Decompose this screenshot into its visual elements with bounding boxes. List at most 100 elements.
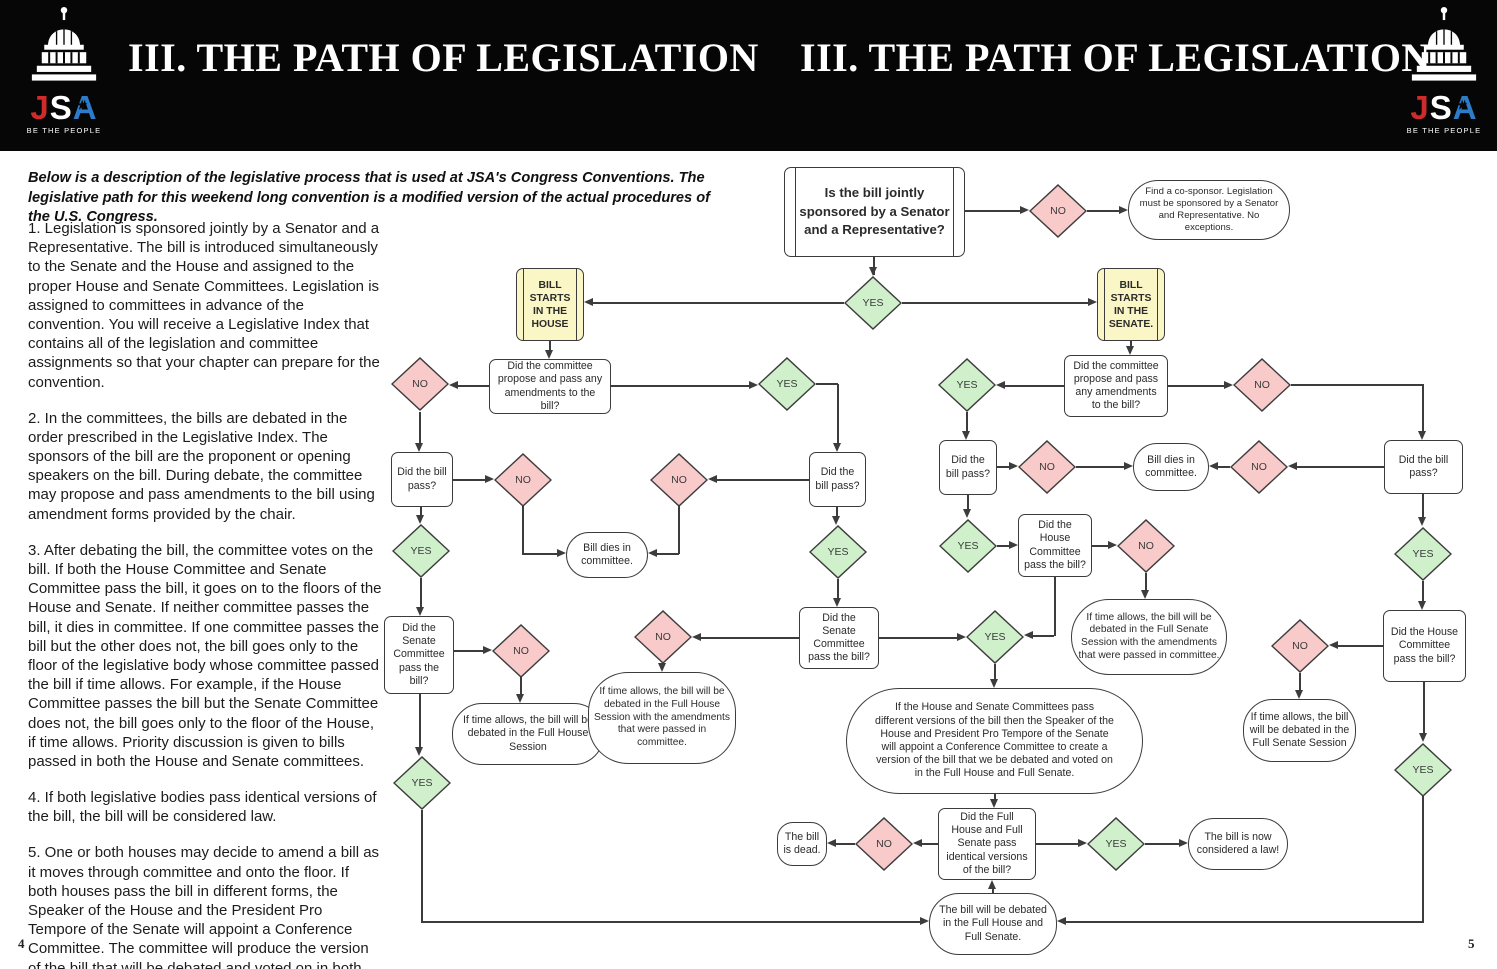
senate-bill-pass-node: Did the bill pass? (1384, 440, 1463, 494)
house-committee-pass-right-node: Did the House Committee pass the bill? (1383, 610, 1466, 682)
connector-line (965, 210, 1021, 212)
arrowhead (516, 694, 524, 703)
arrowhead (1141, 590, 1149, 599)
arrowhead (1418, 431, 1426, 440)
no-diamond: NO (1271, 619, 1329, 673)
arrowhead (990, 799, 998, 808)
connector-line (421, 921, 920, 923)
arrowhead (1418, 517, 1426, 526)
connector-line (967, 495, 969, 509)
connector-line (1338, 645, 1383, 647)
full-house-session-amended-node: If time allows, the bill will be debated… (588, 672, 736, 764)
paragraph-1: 1. Legislation is sponsored jointly by a… (28, 220, 380, 391)
connector-line (420, 507, 422, 516)
arrowhead (913, 839, 922, 847)
connector-line (1145, 573, 1147, 590)
connector-line (1076, 466, 1124, 468)
connector-line (1422, 384, 1424, 431)
arrowhead (1119, 206, 1128, 214)
full-senate-session-amended-node: If time allows, the bill will be debated… (1071, 599, 1227, 675)
intro-text: Below is a description of the legislativ… (28, 170, 710, 226)
connector-line (1218, 466, 1230, 468)
no-diamond: NO (391, 357, 449, 411)
arrowhead (1179, 839, 1188, 847)
page-title-right: III. THE PATH OF LEGISLATION (800, 35, 1431, 80)
page-number-right: 5 (1468, 936, 1475, 951)
arrowhead (1020, 206, 1029, 214)
yes-diamond: YES (1087, 817, 1145, 871)
paragraph-5: 5. One or both houses may decide to amen… (28, 844, 380, 969)
senate-committee-pass-left-node: Did the Senate Committee pass the bill? (384, 616, 454, 694)
yes-diamond: YES (844, 276, 902, 330)
full-house-session-node: If time allows, the bill will be debated… (452, 703, 604, 765)
yes-diamond: YES (939, 519, 997, 573)
arrowhead (963, 509, 971, 518)
connector-line (1092, 545, 1108, 547)
connector-line (1168, 385, 1225, 387)
connector-line (419, 412, 421, 444)
connector-line (1422, 494, 1424, 517)
arrowhead (1108, 541, 1117, 549)
connector-line (1145, 843, 1179, 845)
connector-line (701, 637, 799, 639)
arrowhead (658, 663, 666, 672)
star-icon: ★ (1456, 98, 1469, 112)
house-bill-dies-node: Bill dies in committee. (566, 532, 648, 578)
bill-law-node: The bill is now considered a law! (1188, 818, 1288, 870)
paragraph-3: 3. After debating the bill, the committe… (28, 541, 382, 770)
connector-line (836, 507, 838, 517)
arrowhead (920, 917, 929, 925)
arrowhead (415, 747, 423, 756)
arrowhead (692, 633, 701, 641)
arrowhead (957, 633, 966, 641)
connector-line (997, 545, 1009, 547)
senate-amended-bill-pass-node: Did the bill pass? (939, 440, 997, 495)
star-icon: ★ (76, 98, 89, 112)
connector-line (1005, 385, 1064, 387)
connector-line (1297, 466, 1384, 468)
yes-diamond: YES (809, 525, 867, 579)
arrowhead (990, 679, 998, 688)
yes-diamond: YES (1394, 743, 1452, 797)
connector-line (611, 385, 750, 387)
connector-line (1299, 673, 1301, 690)
connector-line (522, 553, 558, 555)
arrowhead (869, 267, 877, 276)
no-diamond: NO (1018, 440, 1076, 494)
connector-line (1423, 682, 1425, 733)
connector-line (1291, 384, 1423, 386)
jsa-logo-left: JSA★ BE THE PEOPLE (12, 4, 116, 135)
connector-line (717, 479, 809, 481)
arrowhead (648, 549, 657, 557)
connector-line (836, 843, 855, 845)
no-diamond: NO (1230, 440, 1288, 494)
logo-tagline: BE THE PEOPLE (26, 126, 102, 135)
connector-line (457, 385, 489, 387)
arrowhead (449, 381, 458, 389)
arrowhead (1288, 462, 1297, 470)
paragraph-2: 2. In the committees, the bills are deba… (28, 409, 375, 523)
yes-diamond: YES (758, 357, 816, 411)
senate-bill-dies-node: Bill dies in committee. (1133, 443, 1209, 491)
arrowhead (1329, 641, 1338, 649)
connector-line (420, 578, 422, 607)
arrowhead (485, 475, 494, 483)
connector-line (1066, 921, 1423, 923)
arrowhead (416, 515, 424, 524)
connector-line (1087, 210, 1120, 212)
arrowhead (415, 443, 423, 452)
connector-line (453, 479, 486, 481)
no-diamond: NO (855, 817, 913, 871)
arrowhead (483, 646, 492, 654)
connector-line (1422, 581, 1424, 601)
no-diamond: NO (1029, 184, 1087, 238)
identical-versions-node: Did the Full House and Full Senate pass … (938, 808, 1036, 880)
house-bill-pass-node: Did the bill pass? (391, 452, 453, 507)
no-diamond: NO (1233, 358, 1291, 412)
connector-line (522, 506, 524, 554)
connector-line (419, 694, 421, 747)
yes-diamond: YES (393, 756, 451, 810)
house-committee-pass-left-node: Did the House Committee pass the bill? (1018, 514, 1092, 577)
jsa-wordmark: JSA★ (1410, 89, 1478, 126)
yes-diamond: YES (1394, 527, 1452, 581)
